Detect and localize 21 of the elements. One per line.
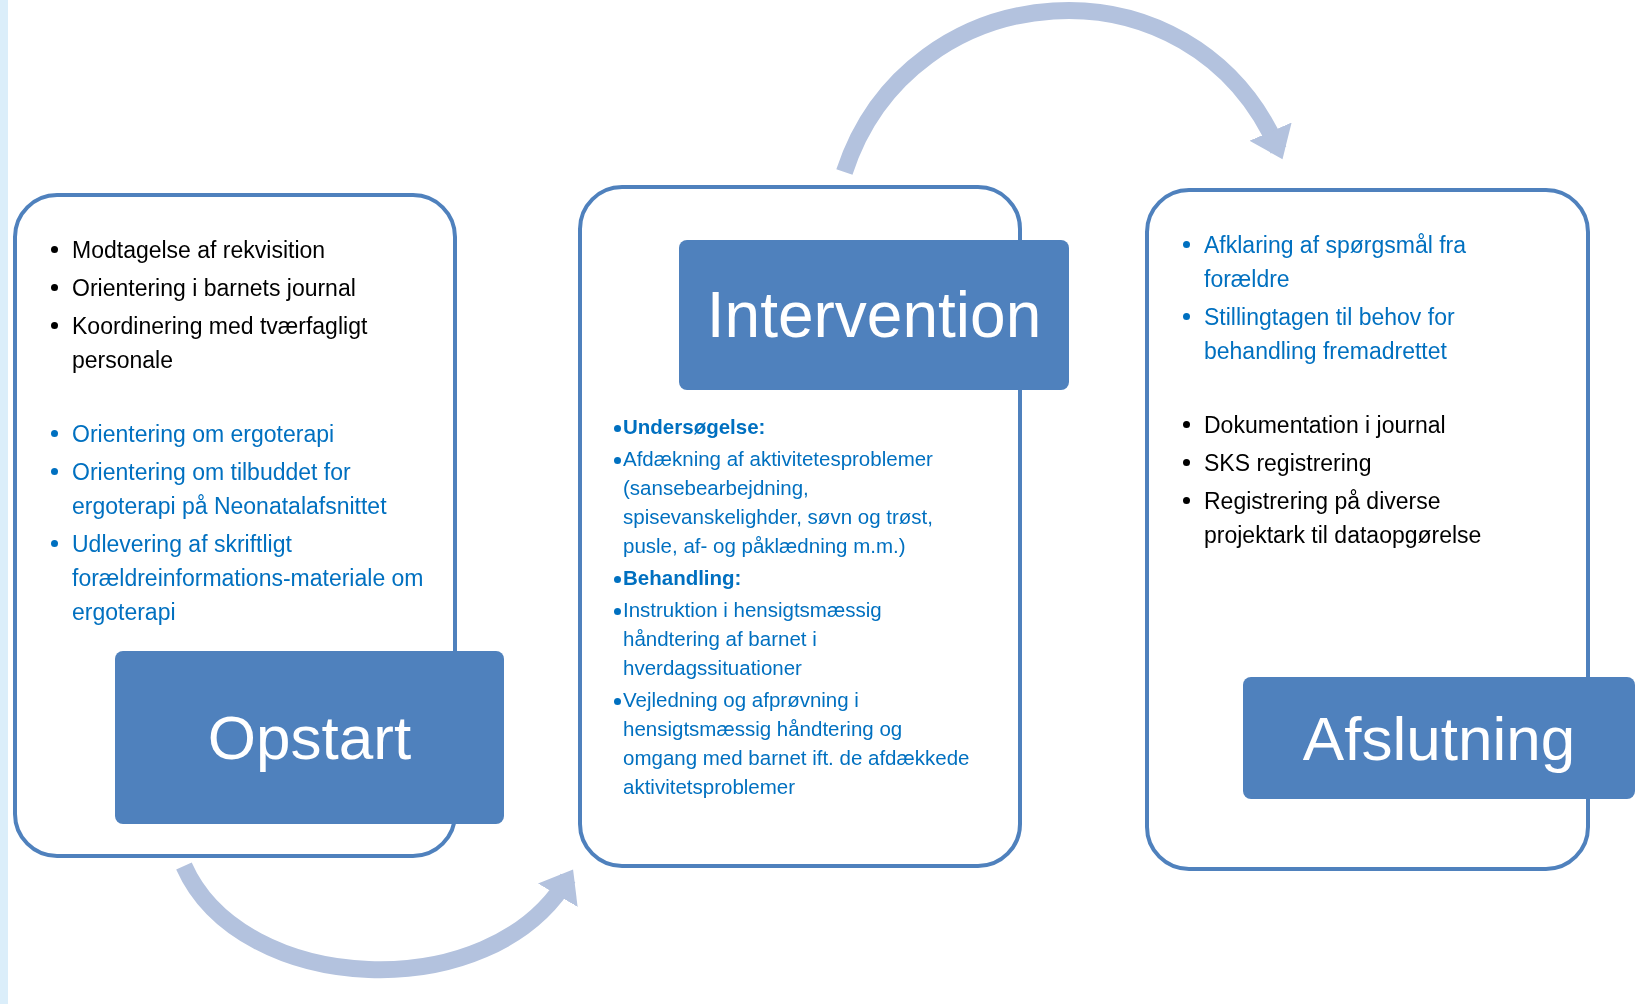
bullet-text: Orientering i barnets journal [72,274,356,303]
bullet-text: Orientering om tilbuddet for ergoterapi på Neonatalafsnittet [72,458,388,521]
curved-arrow [836,2,1289,176]
bullet-text: Registrering på diverse projektark til dataopgørelse [1204,487,1483,550]
bullet-text: Vejledning og afprøvning i hensigtsmæssig håndtering og omgang med barnet ift. de afdækkede aktivitetsproblemer [623,687,971,800]
section-heading: Undersøgelse: [623,414,766,440]
title-banner: Afslutning [1243,677,1635,799]
bullet-text: Afklaring af spørgsmål fra forældre [1204,231,1468,294]
bullet-text: Dokumentation i journal [1204,411,1446,440]
title-banner: Intervention [679,240,1069,390]
bullet-text: Orientering om ergoterapi [72,420,335,449]
title-banner: Opstart [115,651,504,824]
bullet-text: Instruktion i hensigtsmæssig håndtering af barnet i hverdagssituationer [623,597,883,681]
bullet-text: Stillingtagen til behov for behandling fremadrettet [1204,303,1456,366]
curved-arrow [176,861,575,978]
bullet-text: Modtagelse af rekvisition [72,236,326,265]
bullet-text: Udlevering af skriftligt forældreinformations-materiale om ergoterapi [72,530,425,627]
bullet-text: Afdækning af aktivitetesproblemer (sansebearbejdning, spisevanskelighder, søvn og trøst, pusle, af- og påklædning m.m.) [623,446,934,559]
section-heading: Behandling: [623,565,742,591]
bullet-text: SKS registrering [1204,449,1372,478]
bullet-text: Koordinering med tværfagligt personale [72,312,369,375]
